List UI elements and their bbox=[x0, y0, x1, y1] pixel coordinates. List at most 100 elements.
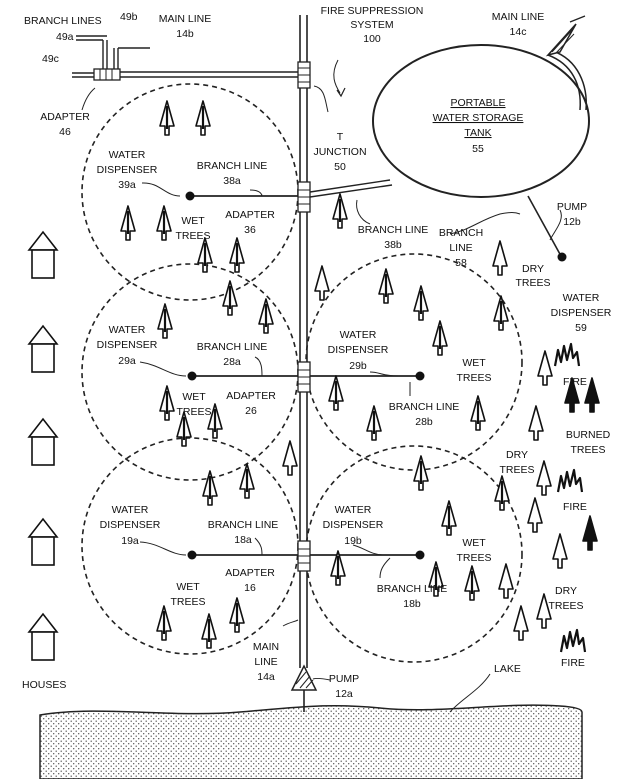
label-36-1: ADAPTER bbox=[225, 209, 275, 221]
label-system-3: 100 bbox=[363, 33, 381, 45]
main-line-14c bbox=[547, 50, 587, 111]
label-28b-2: 28b bbox=[415, 416, 433, 428]
dry-tree-41 bbox=[528, 405, 544, 441]
label-tank-4: 55 bbox=[472, 143, 484, 155]
label-18b-2: 18b bbox=[403, 598, 421, 610]
dry-tree-38 bbox=[513, 605, 529, 641]
branch-line-18a bbox=[187, 550, 300, 560]
label-36-2: 36 bbox=[244, 224, 256, 236]
wet-tree-5 bbox=[229, 237, 245, 273]
label-14a-1: MAIN bbox=[253, 641, 279, 653]
label-dry-trees-1: DRY TREES bbox=[515, 263, 550, 289]
branch-line-28a bbox=[187, 371, 300, 381]
label-wet1-2: TREES bbox=[175, 230, 210, 242]
label-tj-3: 50 bbox=[334, 161, 346, 173]
wet-tree-17 bbox=[493, 295, 509, 331]
label-12a-2: 12a bbox=[335, 688, 353, 700]
wet-tree-4 bbox=[197, 237, 213, 273]
label-branch-58: BRANCH LINE 58 bbox=[439, 227, 483, 269]
label-fire-2: FIRE bbox=[563, 501, 587, 513]
label-water-19a: WATER DISPENSER 19a bbox=[100, 504, 161, 547]
dry-tree-37 bbox=[552, 533, 568, 569]
label-39a-1: WATER bbox=[109, 149, 146, 161]
label-wet2-1: WET bbox=[182, 391, 206, 403]
label-tj-2: JUNCTION bbox=[313, 146, 366, 158]
label-wet3-1: WET bbox=[462, 357, 486, 369]
label-14c-2: 14c bbox=[510, 26, 527, 38]
wet-tree-15 bbox=[413, 285, 429, 321]
label-58-2: LINE bbox=[449, 242, 472, 254]
wet-tree-30 bbox=[330, 550, 346, 586]
label-water-29b: WATER DISPENSER 29b bbox=[328, 329, 389, 372]
wet-tree-24 bbox=[156, 605, 172, 641]
label-59-2: DISPENSER bbox=[551, 307, 612, 319]
dry-tree-21 bbox=[314, 265, 330, 301]
houses-layer bbox=[27, 230, 59, 661]
label-houses: HOUSES bbox=[22, 679, 66, 691]
burned-tree-44 bbox=[582, 515, 598, 551]
wet-tree-20 bbox=[470, 395, 486, 431]
label-29a-1: WATER bbox=[109, 324, 146, 336]
label-branch-28b: BRANCH LINE 28b bbox=[389, 401, 460, 428]
label-19a-2: DISPENSER bbox=[100, 519, 161, 531]
label-water-59: WATER DISPENSER 59 bbox=[551, 292, 612, 334]
spray-zone-19a bbox=[81, 437, 299, 655]
label-water-29a: WATER DISPENSER 29a bbox=[97, 324, 158, 367]
dry-tree-36 bbox=[527, 497, 543, 533]
adapter-26 bbox=[297, 361, 311, 393]
label-wet-trees-3: WET TREES bbox=[456, 357, 491, 384]
wet-tree-1 bbox=[195, 100, 211, 136]
adapter-46 bbox=[93, 68, 121, 81]
label-28a-1: BRANCH LINE bbox=[197, 341, 268, 353]
branch-line-38a bbox=[185, 191, 300, 201]
wet-tree-3 bbox=[156, 205, 172, 241]
wet-tree-18 bbox=[328, 375, 344, 411]
label-system-100: FIRE SUPPRESSION SYSTEM 100 bbox=[321, 5, 424, 45]
label-wet3-2: TREES bbox=[456, 372, 491, 384]
label-tank-2: WATER STORAGE bbox=[433, 112, 524, 124]
house-icon-4 bbox=[27, 612, 59, 661]
label-adapter-36: ADAPTER 36 bbox=[225, 209, 275, 236]
fires-layer bbox=[553, 342, 587, 653]
fire-icon-1 bbox=[556, 468, 584, 493]
label-19a-3: 19a bbox=[121, 535, 139, 547]
wet-tree-16 bbox=[432, 320, 448, 356]
burned-tree-43 bbox=[584, 377, 600, 413]
label-14b-1: MAIN LINE bbox=[159, 13, 212, 25]
wet-tree-22 bbox=[202, 470, 218, 506]
dry-tree-39 bbox=[536, 593, 552, 629]
adapter-36 bbox=[297, 181, 311, 213]
label-19b-2: DISPENSER bbox=[323, 519, 384, 531]
wet-tree-6 bbox=[332, 193, 348, 229]
label-wet2-2: TREES bbox=[176, 406, 211, 418]
wet-tree-7 bbox=[222, 280, 238, 316]
label-12a-1: PUMP bbox=[329, 673, 359, 685]
label-wet-trees-1: WET TREES bbox=[175, 215, 210, 242]
label-39a-2: DISPENSER bbox=[97, 164, 158, 176]
pump-top-right bbox=[545, 15, 586, 57]
house-icon-0 bbox=[27, 230, 59, 279]
label-pump-12b: PUMP 12b bbox=[557, 201, 587, 228]
label-main-line-14b: MAIN LINE 14b bbox=[159, 13, 212, 40]
label-fire-3: FIRE bbox=[561, 657, 585, 669]
label-adapter-16: ADAPTER 16 bbox=[225, 567, 275, 594]
main-line-14b bbox=[120, 71, 300, 78]
label-38b-2: 38b bbox=[384, 239, 402, 251]
label-burned-trees: BURNED TREES bbox=[566, 429, 611, 456]
label-fire-1: FIRE bbox=[563, 376, 587, 388]
label-46-1: ADAPTER bbox=[40, 111, 90, 123]
label-38b-1: BRANCH LINE bbox=[358, 224, 429, 236]
label-tank-1: PORTABLE bbox=[450, 97, 505, 109]
label-26-1: ADAPTER bbox=[226, 390, 276, 402]
wet-tree-9 bbox=[157, 303, 173, 339]
label-19a-1: WATER bbox=[112, 504, 149, 516]
system-arrow bbox=[336, 87, 346, 98]
water-dispenser-59-dot bbox=[557, 252, 567, 262]
wet-tree-2 bbox=[120, 205, 136, 241]
label-wet4-1: WET bbox=[176, 581, 200, 593]
label-wet-trees-4: WET TREES bbox=[170, 581, 205, 608]
label-16-1: ADAPTER bbox=[225, 567, 275, 579]
trees-layer bbox=[120, 100, 600, 649]
label-branch-38b: BRANCH LINE 38b bbox=[358, 224, 429, 251]
label-dry1-2: TREES bbox=[515, 277, 550, 289]
